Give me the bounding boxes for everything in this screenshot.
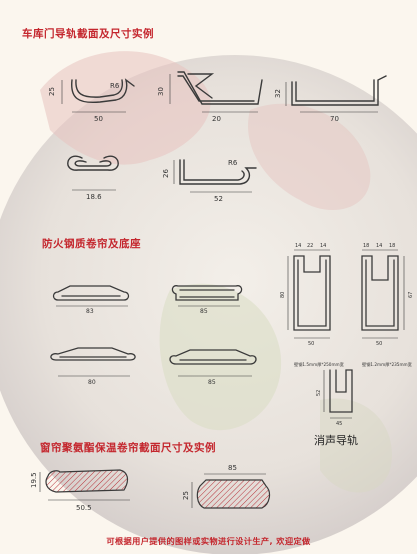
fire-rail-1-caption: 壁钢1.5mm厚*250mm宽 xyxy=(294,362,344,367)
garage-p2-height: 30 xyxy=(157,87,165,96)
fire-rail-2 xyxy=(361,255,399,331)
insulation-slat-2 xyxy=(196,479,271,509)
insulation-s2-width: 85 xyxy=(228,464,237,472)
garage-p5-width: 52 xyxy=(214,195,223,203)
fire-r1-width: 50 xyxy=(308,341,314,347)
garage-p1-radius: R6 xyxy=(110,82,120,90)
garage-p1-width: 50 xyxy=(94,115,103,123)
garage-profile-3 xyxy=(291,75,387,106)
fire-r3-width: 45 xyxy=(336,421,342,427)
fire-b2-width: 85 xyxy=(200,308,208,315)
fire-base-1 xyxy=(52,285,130,301)
fire-b3-width: 80 xyxy=(88,379,96,386)
fire-r1-top-a: 14 xyxy=(295,243,301,249)
fire-rail-1 xyxy=(293,255,331,331)
fire-rail-3 xyxy=(329,369,353,413)
fire-r1-top-c: 14 xyxy=(320,243,326,249)
garage-p4-width: 18.6 xyxy=(86,193,102,201)
insulation-slat-1 xyxy=(45,469,129,493)
fire-r2-width: 50 xyxy=(376,341,382,347)
section-title-fire: 防火钢质卷帘及底座 xyxy=(42,238,141,250)
footer-note: 可根据用户提供的图样或实物进行设计生产, 欢迎定做 xyxy=(106,536,311,546)
fire-r2-height: 67 xyxy=(408,292,414,298)
garage-p5-height: 26 xyxy=(162,169,170,178)
garage-profile-5 xyxy=(179,159,257,185)
fire-r3-height: 52 xyxy=(316,390,322,396)
garage-profile-1 xyxy=(71,78,135,104)
fire-r1-top-b: 22 xyxy=(307,243,313,249)
garage-p2-width: 20 xyxy=(212,115,221,123)
insulation-s2-height: 25 xyxy=(182,491,190,500)
garage-profile-2 xyxy=(177,71,263,105)
garage-p3-width: 70 xyxy=(330,115,339,123)
fire-rail-2-caption: 壁钢1.2mm厚*235mm宽 xyxy=(362,362,412,367)
fire-b4-width: 85 xyxy=(208,379,216,386)
fire-base-3 xyxy=(50,347,136,361)
insulation-s1-width: 50.5 xyxy=(76,504,92,512)
fire-r1-height: 80 xyxy=(280,292,286,298)
fire-b1-width: 83 xyxy=(86,308,94,315)
fire-rail-3-label: 消声导轨 xyxy=(314,434,358,447)
fire-base-2 xyxy=(171,285,243,301)
section-title-garage: 车库门导轨截面及尺寸实例 xyxy=(22,28,154,40)
garage-p1-height: 25 xyxy=(48,87,56,96)
fire-r2-top-a: 18 xyxy=(363,243,369,249)
fire-r2-top-c: 18 xyxy=(389,243,395,249)
insulation-s1-height: 19.5 xyxy=(30,472,38,488)
garage-profile-4 xyxy=(67,155,119,171)
fire-base-4 xyxy=(169,349,257,365)
garage-p3-height: 32 xyxy=(274,89,282,98)
garage-p5-radius: R6 xyxy=(228,159,238,167)
fire-r2-top-b: 14 xyxy=(376,243,382,249)
section-title-insulation: 窗帘聚氨酯保温卷帘截面尺寸及实例 xyxy=(40,442,216,454)
